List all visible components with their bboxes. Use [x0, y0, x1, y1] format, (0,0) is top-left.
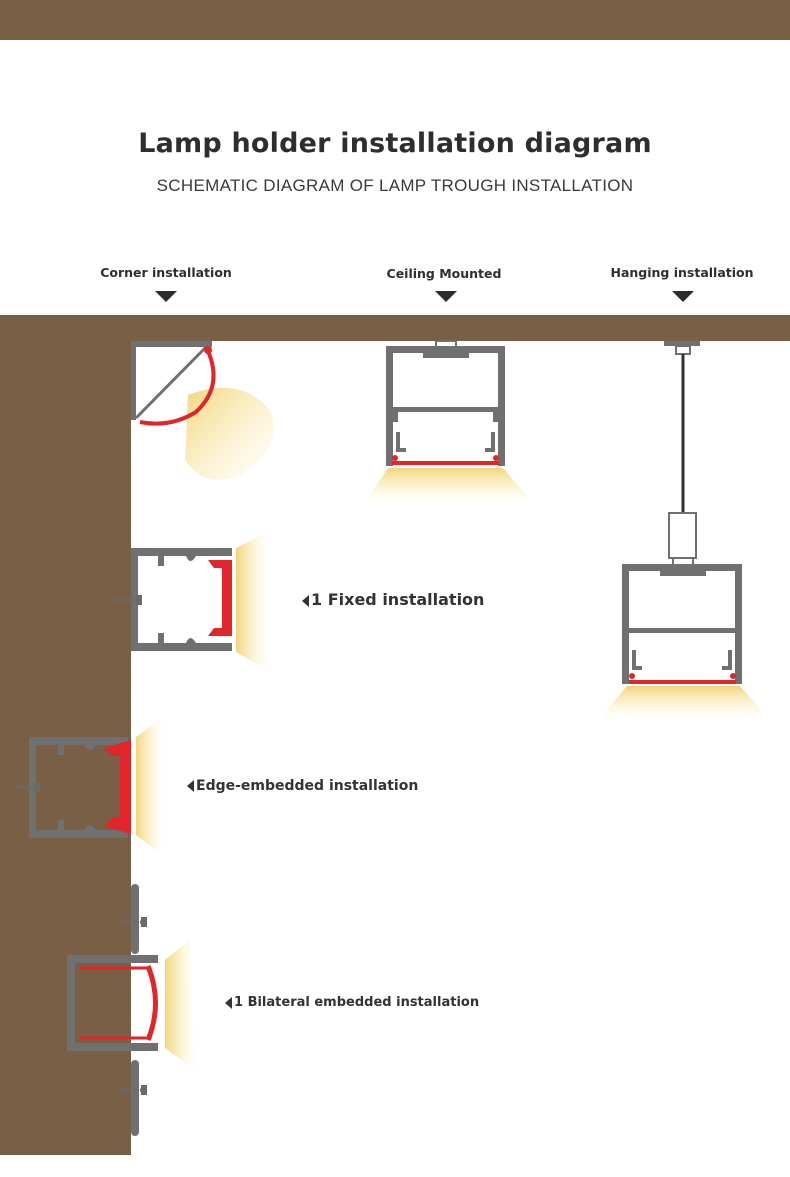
label-hanging-installation: Hanging installation [610, 265, 754, 280]
callout-fixed-installation: 1 Fixed installation [302, 590, 484, 609]
callout-edge-text: Edge-embedded installation [196, 778, 419, 794]
hanging-installation-profile [600, 341, 768, 718]
left-triangle-icon [187, 780, 194, 792]
wall [0, 315, 131, 1155]
page-title: Lamp holder installation diagram [138, 128, 652, 159]
top-brown-band [0, 0, 790, 40]
ceiling-slab [0, 315, 790, 341]
down-triangle-icon [435, 291, 457, 302]
callout-bilateral-text: 1 Bilateral embedded installation [234, 995, 480, 1010]
edge-embedded-installation-profile [10, 718, 162, 855]
callout-fixed-text: 1 Fixed installation [311, 590, 485, 609]
callout-edge-embedded-installation: Edge-embedded installation [187, 778, 418, 794]
down-triangle-icon [672, 291, 694, 302]
page-subtitle: SCHEMATIC DIAGRAM OF LAMP TROUGH INSTALL… [156, 176, 634, 195]
down-triangle-icon [155, 291, 177, 302]
left-triangle-icon [225, 996, 232, 1009]
label-ceiling-mounted: Ceiling Mounted [386, 266, 502, 281]
fixed-installation-profile [112, 532, 268, 670]
ceiling-mounted-profile [365, 340, 532, 502]
corner-installation-profile [131, 341, 274, 480]
callout-bilateral-embedded-installation: 1 Bilateral embedded installation [225, 995, 479, 1010]
left-triangle-icon [302, 594, 309, 607]
bilateral-embedded-installation-profile [67, 884, 195, 1136]
label-corner-installation: Corner installation [100, 265, 232, 280]
